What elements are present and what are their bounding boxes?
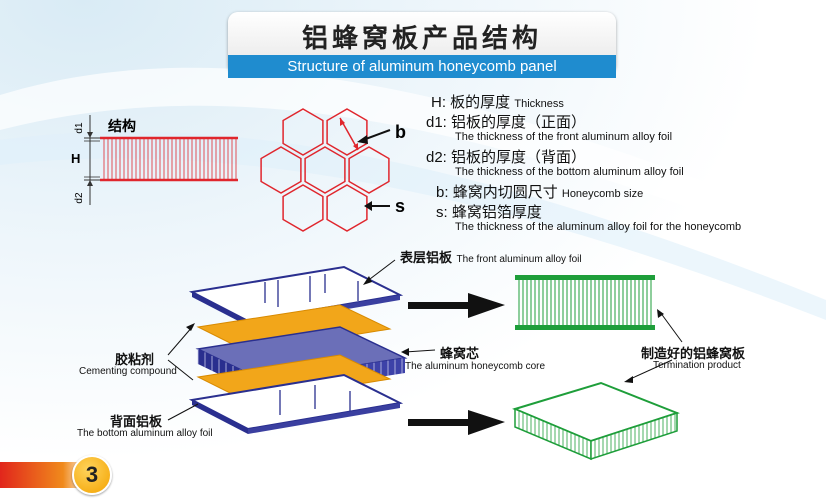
honeycomb-cell: [282, 184, 324, 232]
honeycomb-cell: [282, 108, 324, 156]
legend-item-s: s: 蜂窝铝箔厚度: [436, 203, 542, 221]
legend-item-d2: d2: 铝板的厚度（背面）: [426, 148, 587, 166]
green-cross-section: [515, 275, 655, 330]
honeycomb-cell: [326, 184, 368, 232]
s-label: s: [395, 196, 405, 216]
legend-item-d2-en: The thickness of the bottom aluminum all…: [455, 166, 684, 178]
product-label-cn: 制造好的铝蜂窝板: [641, 347, 746, 362]
cross-section-core: [103, 139, 237, 179]
legend-item-s-en: The thickness of the aluminum alloy foil…: [455, 221, 742, 233]
title-box: 铝蜂窝板产品结构 Structure of aluminum honeycomb…: [228, 12, 616, 78]
structure-label: 结构: [108, 118, 136, 135]
core-label-en: The aluminum honeycomb core: [405, 361, 546, 372]
bottom-foil-label-cn: 背面铝板: [110, 415, 163, 430]
arrow-to-product: [408, 410, 505, 435]
d2-label: d2: [74, 192, 85, 204]
honeycomb-cell: [304, 146, 346, 194]
hexagon-diagram: b s: [260, 108, 406, 232]
honeycomb-cell: [260, 146, 302, 194]
glue-label-cn: 胶粘剂: [115, 353, 155, 368]
honeycomb-cell: [326, 108, 368, 156]
legend-item-b: b: 蜂窝内切圆尺寸 Honeycomb size: [436, 183, 644, 201]
honeycomb-cell: [348, 146, 390, 194]
arrow-to-cross-section: [408, 293, 505, 318]
b-label: b: [395, 122, 406, 142]
glue-label-en: Cementing compound: [79, 366, 177, 377]
page-title: 铝蜂窝板产品结构: [301, 24, 542, 54]
honeycomb-cells: [260, 108, 390, 232]
termination-product: [512, 381, 680, 461]
legend-item-d1: d1: 铝板的厚度（正面）: [426, 113, 587, 131]
front-foil-label: 表层铝板 The front aluminum alloy foil: [400, 251, 582, 266]
b-arrow: [362, 129, 391, 141]
legend-item-h: H: 板的厚度 Thickness: [431, 93, 564, 111]
bottom-foil-label-en: The bottom aluminum alloy foil: [77, 428, 213, 439]
exploded-layers: [188, 265, 408, 434]
page-subtitle: Structure of aluminum honeycomb panel: [228, 55, 616, 78]
core-label-cn: 蜂窝芯: [440, 347, 480, 362]
d1-label: d1: [74, 122, 85, 134]
page-number: 3: [72, 455, 112, 495]
cross-section-diagram: d1 H d2 结构: [71, 115, 238, 205]
legend-item-d1-en: The thickness of the front aluminum allo…: [455, 131, 673, 143]
product-label-en: Termination product: [653, 360, 741, 371]
h-label: H: [71, 151, 80, 166]
